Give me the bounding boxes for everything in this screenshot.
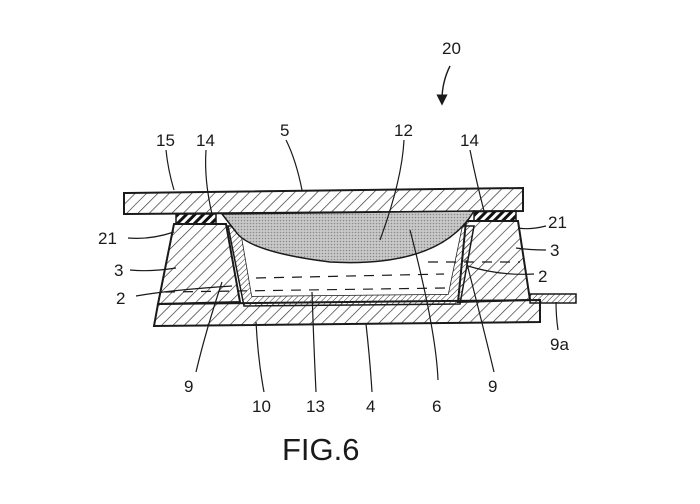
- leader-lines: [127, 139, 559, 393]
- ref-15: 15: [156, 131, 175, 150]
- ref-21-right: 21: [548, 213, 567, 232]
- ref-12: 12: [394, 121, 413, 140]
- seal-right: [473, 210, 517, 222]
- electrode-lead-9a: [529, 293, 577, 304]
- side-wall-left: [156, 223, 242, 306]
- ref-6: 6: [432, 397, 441, 416]
- ref-3-left: 3: [114, 261, 123, 280]
- ref-3-right: 3: [550, 241, 559, 260]
- ref-14-right: 14: [460, 131, 479, 150]
- seal-left: [175, 213, 217, 225]
- ref-10: 10: [252, 397, 271, 416]
- droplet: [220, 210, 476, 264]
- ref-5: 5: [280, 121, 289, 140]
- dashed-liquid-lines: [164, 261, 520, 293]
- ref-20: 20: [442, 39, 461, 58]
- pointer-arrow-20: [436, 65, 451, 106]
- ref-2-left: 2: [116, 289, 125, 308]
- ref-9-right: 9: [488, 377, 497, 396]
- ref-21-left: 21: [98, 229, 117, 248]
- ref-9-left: 9: [184, 377, 193, 396]
- ref-4: 4: [366, 397, 375, 416]
- ref-2-right: 2: [538, 267, 547, 286]
- ref-9a: 9a: [550, 335, 569, 354]
- figure-caption: FIG.6: [282, 432, 360, 467]
- ref-14-left: 14: [196, 131, 215, 150]
- top-cover-plate: [123, 186, 524, 216]
- ref-13: 13: [306, 397, 325, 416]
